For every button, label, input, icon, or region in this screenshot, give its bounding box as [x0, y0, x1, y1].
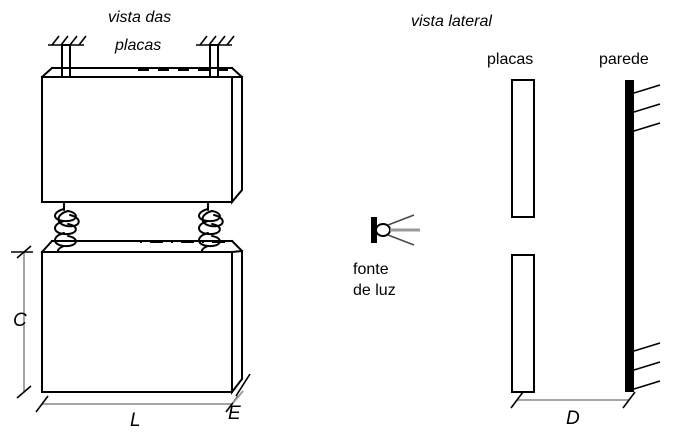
lower-plate-top-left-slant	[40, 239, 54, 254]
hanger-left	[48, 35, 87, 78]
wall-hatch-bottom-2	[633, 361, 661, 371]
light-source-label-line2: de luz	[353, 282, 396, 299]
hanger-left-hatch-4	[78, 35, 87, 46]
lateral-plate-upper	[511, 79, 535, 218]
dimension-l-tick-left	[35, 395, 49, 413]
hanger-left-hatch-1	[51, 35, 60, 46]
hanger-right-hatch-1	[199, 35, 208, 46]
light-ray-lower	[387, 234, 415, 246]
right-view-title: vista lateral	[411, 13, 492, 30]
wall-label: parede	[599, 51, 649, 68]
wall-body	[625, 80, 634, 392]
upper-plate-front-face	[41, 76, 233, 203]
left-view-title-line1: vista das	[108, 9, 171, 26]
dimension-c-label: C	[13, 310, 27, 331]
lateral-plates-label: placas	[487, 51, 533, 68]
light-source-label-line1: fonte	[353, 261, 389, 278]
light-ray-upper	[387, 214, 415, 226]
spring-right	[198, 202, 224, 255]
wall-hatch-bottom-1	[633, 342, 661, 352]
hanger-left-hatch-3	[69, 35, 78, 46]
hanger-right-hatch-3	[217, 35, 226, 46]
dimension-c-tick-bottom	[16, 385, 32, 399]
hanger-right-hatch-4	[226, 35, 235, 46]
hanger-left-rod	[61, 44, 71, 78]
dimension-e-tick	[235, 373, 251, 397]
upper-plate-top-right-slant	[230, 66, 244, 79]
dimension-c	[11, 245, 33, 399]
lower-plate-front-face	[41, 251, 233, 393]
left-view-title-line2: placas	[114, 37, 161, 54]
dimension-d	[510, 391, 636, 409]
lower-plate-box	[40, 239, 244, 395]
wall-hatch-top-3	[633, 122, 661, 132]
lower-plate-top-right-slant	[230, 239, 244, 253]
right-view-group	[371, 79, 661, 409]
spring-left-coil-1b	[57, 210, 80, 228]
wall-hatch-top-1	[633, 84, 661, 94]
dimension-d-tick-left	[510, 391, 524, 409]
light-source-body	[371, 217, 377, 243]
dimension-e-label: E	[228, 403, 241, 424]
hanger-right-hatch-2	[208, 35, 217, 46]
dimension-e-line	[232, 390, 244, 404]
spring-right-coil-1b	[201, 210, 224, 228]
dimension-e	[232, 373, 251, 404]
hanger-right-rod	[209, 44, 219, 78]
lower-plate-right-face	[231, 249, 243, 395]
dimension-d-label: D	[566, 408, 580, 429]
upper-plate-right-face	[231, 76, 243, 205]
left-view-group	[11, 35, 251, 413]
dimension-l-label: L	[130, 410, 141, 431]
dimension-d-tick-right	[622, 391, 636, 409]
hanger-right	[196, 35, 235, 78]
spring-right-coil-2	[198, 220, 221, 236]
upper-plate-top-left-slant	[40, 66, 54, 79]
hanger-left-hatch-2	[60, 35, 69, 46]
spring-left-coil-2	[54, 220, 77, 236]
upper-plate-box	[40, 66, 244, 205]
wall-hatch-bottom-3	[633, 380, 661, 390]
spring-left	[54, 202, 80, 255]
light-source-icon	[371, 214, 420, 246]
lateral-plate-lower	[511, 254, 535, 393]
wall-group	[625, 80, 661, 392]
wall-hatch-top-2	[633, 103, 661, 113]
light-source-lens	[375, 223, 391, 237]
